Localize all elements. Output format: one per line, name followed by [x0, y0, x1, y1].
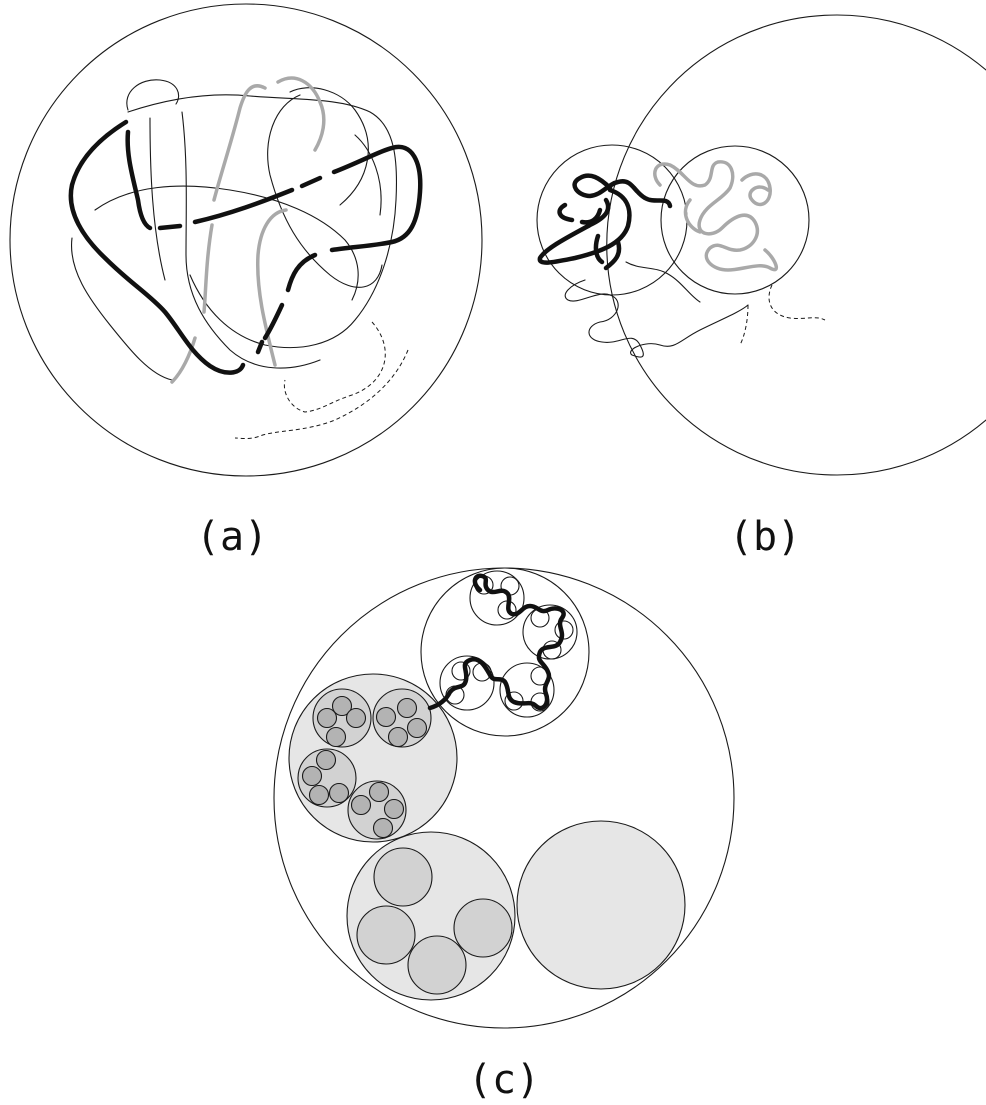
panel-a-black-strand — [125, 129, 153, 231]
panel-a-gray-strand — [170, 336, 197, 384]
panel-a-thin-strand — [181, 111, 321, 369]
panel-c-level3-circle — [368, 781, 390, 803]
panel-a-gray-strand — [212, 84, 267, 202]
panel-c-level3-circle — [315, 749, 337, 771]
panel-b-dashed-strand — [739, 304, 749, 346]
panel-a-dashed-strand — [283, 321, 386, 413]
panel-a-black-strand — [68, 119, 246, 375]
panel-b-thin-strand — [625, 261, 701, 303]
panel-a-thin-strand — [267, 94, 383, 288]
panel-c-label: (c) — [468, 1057, 540, 1103]
panel-a-black-strand — [157, 223, 183, 231]
panel-a-black-strand — [192, 187, 295, 225]
panel-c-level2-circle — [407, 935, 467, 995]
panel-b-label: (b) — [729, 514, 801, 560]
panel-c-chain-circle — [420, 567, 590, 737]
panel-a-thin-strand — [94, 185, 359, 301]
panel-b-black-strand — [537, 187, 632, 265]
panel-c-level3-circle — [375, 706, 397, 728]
panel-c-level3-circle — [331, 695, 353, 717]
panel-a-dashed-strand — [234, 349, 409, 439]
panel-a-thin-strand — [70, 237, 173, 381]
panel-a-gray-strand — [276, 76, 326, 152]
panel-c-level1-circle — [516, 820, 686, 990]
panel-a-outer-circle — [9, 3, 483, 477]
panel-c-level3-circle — [316, 707, 338, 729]
panel-c-level3-circle — [325, 726, 347, 748]
panel-c-level3-circle — [372, 817, 394, 839]
panel-c-level3-circle — [308, 784, 330, 806]
panel-a-black-strand — [299, 175, 323, 189]
panel-a-thin-strand — [127, 94, 398, 349]
panel-b-black-strand — [593, 233, 605, 265]
panel-c-chain-subcircle — [522, 604, 578, 660]
panel-c — [273, 567, 735, 1029]
panel-b-gray-strand — [683, 198, 702, 234]
panel-b — [536, 14, 986, 476]
panel-c-level3-circle — [350, 794, 372, 816]
panel-c-level3-circle — [383, 798, 405, 820]
panel-a-thin-strand — [126, 79, 180, 111]
panel-b-inner-circle-right — [660, 145, 810, 295]
panel-a-black-strand — [285, 252, 318, 293]
panel-a-black-strand — [255, 339, 265, 355]
panel-a-black-strand — [329, 144, 423, 253]
panel-c-black-chain — [427, 573, 566, 711]
panel-b-gray-strand — [653, 160, 779, 272]
panel-b-black-strand — [579, 207, 603, 225]
panel-c-level3-circle — [396, 697, 418, 719]
panel-c-chain-subcircle — [469, 570, 525, 626]
panel-c-chain-tiny-circle — [554, 620, 574, 640]
panel-b-outer-circle — [606, 14, 986, 476]
panel-a-thin-strand — [354, 134, 382, 216]
panel-c-level3-circle — [345, 707, 367, 729]
panel-a-thin-strand — [149, 117, 166, 281]
panel-c-level3-circle — [328, 782, 350, 804]
panel-a-black-strand — [262, 302, 285, 341]
panel-c-level3-circle — [301, 765, 323, 787]
panel-b-black-strand — [572, 173, 673, 209]
panel-b-black-strand — [557, 202, 575, 223]
panel-b-black-strand — [603, 239, 622, 271]
panel-b-thin-strand — [564, 279, 749, 358]
panel-c-level2-circle — [356, 905, 416, 965]
panel-c-chain-subcircle — [499, 662, 555, 718]
panel-c-chain-tiny-circle — [451, 661, 471, 681]
panel-c-chain-tiny-circle — [504, 691, 524, 711]
panel-a — [9, 3, 483, 477]
panel-c-level3-circle — [406, 717, 428, 739]
panel-b-gray-strand — [740, 172, 772, 207]
panel-c-level2-circle — [453, 898, 513, 958]
panel-c-chain-subcircle — [439, 655, 495, 711]
panel-a-gray-strand — [202, 223, 214, 314]
panel-c-level2-circle — [373, 847, 433, 907]
panel-a-label: (a) — [196, 514, 268, 560]
panel-c-level3-circle — [387, 726, 409, 748]
panel-b-dashed-strand — [768, 284, 826, 321]
